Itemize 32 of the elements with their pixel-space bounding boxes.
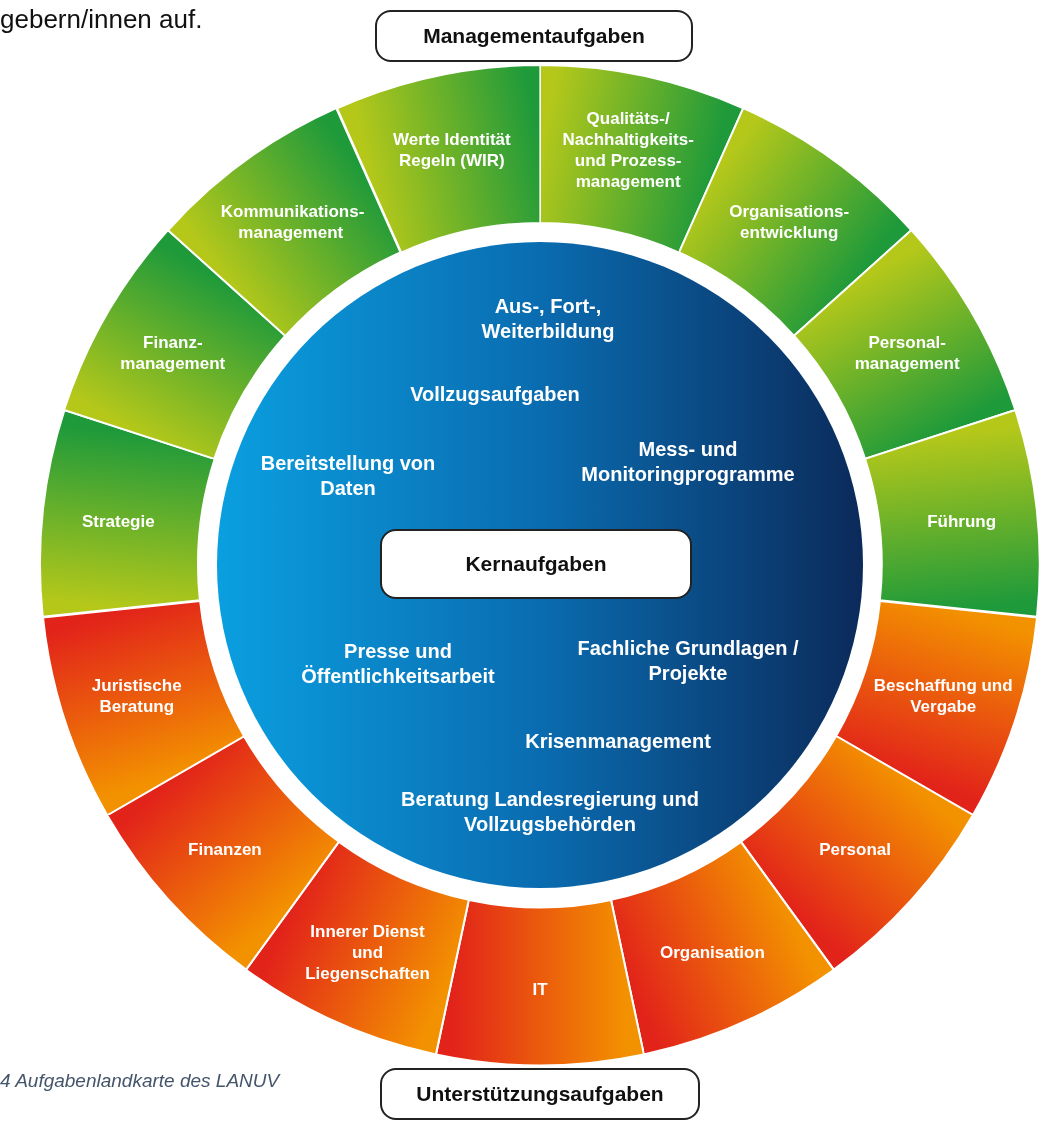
core-task-text: Mess- und Monitoringprogramme: [580, 437, 796, 487]
segment-label: Personal: [818, 838, 892, 860]
segment-label: Organisation: [659, 941, 766, 963]
segment-label: Personal- management: [853, 332, 961, 374]
segment-label: Finanzen: [187, 838, 263, 860]
ring-segment: [40, 410, 215, 618]
body-text-fragment: gebern/innen auf.: [0, 4, 203, 35]
ring-segment: [836, 600, 1038, 815]
segment-label: Innerer Dienst und Liegenschaften: [304, 920, 431, 984]
heading-box: Unterstützungsaufgaben: [380, 1068, 700, 1120]
heading-box: Managementaufgaben: [375, 10, 693, 62]
segment-label: IT: [531, 978, 549, 1000]
segment-label: Qualitäts-/ Nachhaltigkeits- und Prozess- management: [561, 108, 695, 193]
core-task-text: Vollzugsaufgaben: [409, 381, 581, 407]
segment-label: Juristische Beratung: [90, 675, 183, 717]
core-task-text: Fachliche Grundlagen / Projekte: [576, 636, 800, 686]
figure-caption: 4 Aufgabenlandkarte des LANUV: [0, 1070, 280, 1092]
segment-label: Strategie: [80, 510, 156, 532]
segment-label: Werte Identität Regeln (WIR): [391, 129, 512, 172]
ring-segment: [865, 410, 1040, 618]
segment-label: Finanz- management: [119, 332, 227, 374]
heading-box: Kernaufgaben: [380, 529, 692, 599]
segment-label: Organisations- entwicklung: [728, 200, 851, 243]
core-task-text: Bereitstellung von Daten: [259, 451, 437, 501]
core-task-text: Presse und Öffentlichkeitsarbeit: [300, 639, 496, 689]
core-task-text: Aus-, Fort-, Weiterbildung: [480, 294, 616, 344]
ring-segment: [42, 600, 244, 815]
ring-segment: [436, 899, 644, 1065]
segment-label: Führung: [926, 510, 998, 532]
segment-label: Beschaffung und Vergabe: [873, 675, 1014, 717]
core-task-text: Beratung Landesregierung und Vollzugsbehörden: [400, 787, 700, 837]
core-task-text: Krisenmanagement: [524, 728, 712, 754]
